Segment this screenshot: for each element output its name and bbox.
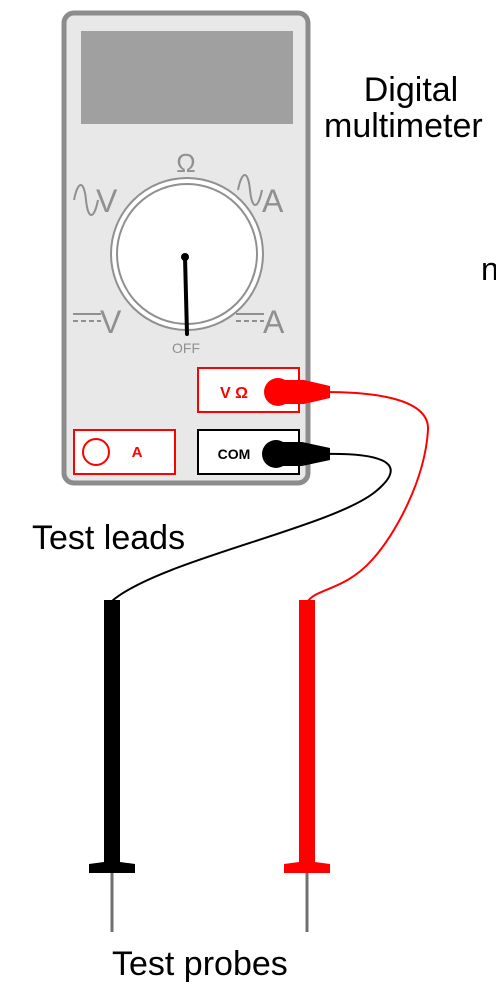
jack-amps[interactable]: A (73, 429, 176, 475)
title-multimeter: multimeter (324, 107, 483, 145)
stray-letter: n (481, 251, 496, 287)
red-test-probe[interactable] (284, 600, 330, 932)
title-digital: Digital (364, 71, 458, 109)
black-plug (262, 440, 330, 468)
red-probe-handle (299, 600, 315, 855)
dial-label-ac-amps: A (262, 183, 284, 219)
dial-label-ac-volts: V (96, 183, 118, 219)
label-test-probes: Test probes (112, 945, 288, 983)
red-plug (264, 378, 330, 406)
meter-display (81, 31, 293, 124)
black-probe-guard (89, 855, 135, 873)
jack-label-amps: A (132, 444, 143, 461)
dial-pointer (183, 255, 189, 336)
black-test-lead-wire (111, 452, 392, 602)
dc-lines-icon (73, 313, 101, 322)
selector-dial[interactable] (110, 177, 264, 336)
dial-label-dc-amps: A (263, 304, 285, 340)
sine-wave-icon (237, 174, 263, 206)
dial-label-off: OFF (172, 340, 200, 356)
label-test-leads: Test leads (32, 519, 185, 557)
dial-pivot (181, 253, 189, 261)
black-test-probe[interactable] (89, 600, 135, 932)
circle-jack-icon (82, 438, 110, 466)
red-probe-guard (284, 855, 330, 873)
dial-label-dc-volts: V (100, 304, 122, 340)
black-probe-handle (104, 600, 120, 855)
dc-lines-icon (236, 313, 264, 322)
sine-wave-icon (73, 184, 99, 216)
dial-label-ohm: Ω (176, 148, 195, 178)
jack-label-com: COM (218, 446, 251, 462)
jack-label-volt-ohm: V Ω (220, 385, 248, 402)
red-test-lead-wire (307, 391, 430, 602)
